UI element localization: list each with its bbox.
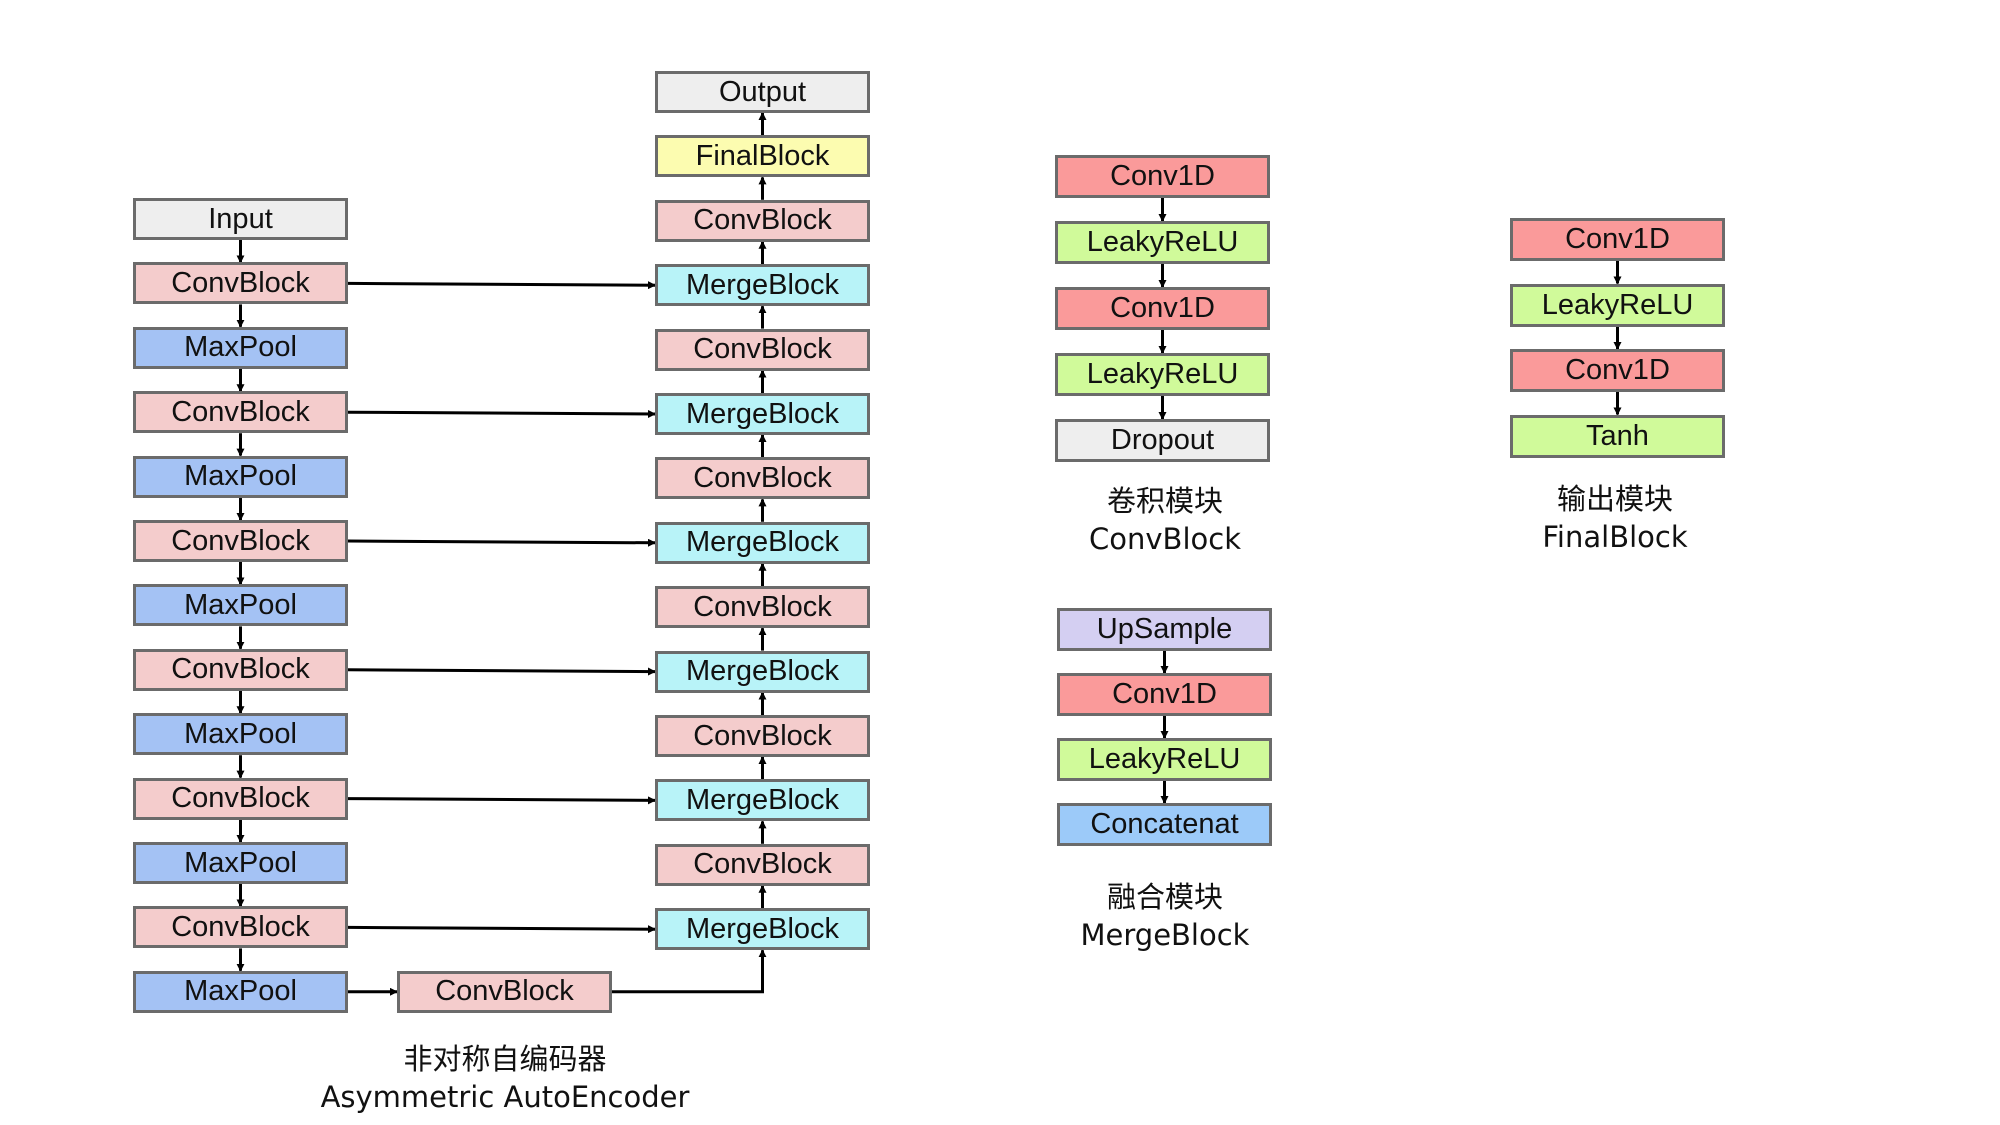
skip-arrow-4 — [347, 796, 656, 805]
decoder-convblock-2: ConvBlock — [655, 199, 870, 242]
mergeblock-caption-en: MergeBlock — [1080, 918, 1250, 952]
finalblock-layer-conv1d-0: Conv1D — [1510, 218, 1725, 261]
skip-arrow-1 — [347, 409, 656, 418]
convblock-caption-cn: 卷积模块 — [1106, 484, 1223, 518]
mergeblock-layer-concatenat-3: Concatenat — [1057, 803, 1272, 846]
encoder-convblock-9: ConvBlock — [133, 777, 348, 820]
mergeblock-caption: 融合模块 MergeBlock — [1050, 878, 1280, 954]
skip-arrow-5 — [347, 925, 656, 934]
decoder-mergeblock-9: MergeBlock — [655, 650, 870, 693]
encoder-convblock-1: ConvBlock — [133, 262, 348, 305]
mergeblock-caption-cn: 融合模块 — [1106, 880, 1223, 914]
mergeblock-layer-conv1d-1: Conv1D — [1057, 673, 1272, 716]
encoder-convblock-3: ConvBlock — [133, 391, 348, 434]
finalblock-layer-conv1d-2: Conv1D — [1510, 349, 1725, 392]
encoder-maxpool-6: MaxPool — [133, 584, 348, 627]
encoder-convblock-7: ConvBlock — [133, 648, 348, 691]
convblock-caption: 卷积模块 ConvBlock — [1050, 482, 1280, 558]
skip-arrow-3 — [347, 667, 656, 676]
decoder-mergeblock-5: MergeBlock — [655, 393, 870, 435]
convblock-layer-dropout-4: Dropout — [1055, 419, 1270, 462]
decoder-mergeblock-13: MergeBlock — [655, 908, 870, 951]
skip-arrow-0 — [347, 281, 656, 290]
convblock-layer-leakyrelu-3: LeakyReLU — [1055, 353, 1270, 396]
encoder-maxpool-4: MaxPool — [133, 455, 348, 498]
convblock-layer-conv1d-0: Conv1D — [1055, 155, 1270, 198]
encoder-input-0: Input — [133, 198, 348, 240]
finalblock-caption-en: FinalBlock — [1542, 520, 1688, 554]
autoencoder-caption-cn: 非对称自编码器 — [403, 1042, 607, 1076]
encoder-convblock-11: ConvBlock — [133, 906, 348, 949]
decoder-mergeblock-11: MergeBlock — [655, 779, 870, 822]
encoder-maxpool-8: MaxPool — [133, 713, 348, 756]
mergeblock-layer-leakyrelu-2: LeakyReLU — [1057, 738, 1272, 781]
decoder-convblock-8: ConvBlock — [655, 586, 870, 629]
encoder-maxpool-2: MaxPool — [133, 326, 348, 369]
decoder-convblock-4: ConvBlock — [655, 328, 870, 371]
finalblock-layer-tanh-3: Tanh — [1510, 414, 1725, 458]
encoder-maxpool-12: MaxPool — [133, 970, 348, 1013]
convblock-layer-conv1d-2: Conv1D — [1055, 287, 1270, 330]
finalblock-caption: 输出模块 FinalBlock — [1500, 480, 1730, 556]
bottleneck-to-merge-arrow — [612, 949, 767, 994]
mergeblock-layer-upsample-0: UpSample — [1057, 608, 1272, 651]
decoder-finalblock-1: FinalBlock — [655, 135, 870, 178]
convblock-caption-en: ConvBlock — [1089, 522, 1241, 556]
bottleneck-convblock-0: ConvBlock — [397, 970, 612, 1013]
finalblock-layer-leakyrelu-1: LeakyReLU — [1510, 283, 1725, 327]
decoder-convblock-10: ConvBlock — [655, 715, 870, 757]
autoencoder-caption-en: Asymmetric AutoEncoder — [320, 1080, 690, 1114]
encoder-maxpool-10: MaxPool — [133, 842, 348, 884]
decoder-output-0: Output — [655, 71, 870, 113]
decoder-convblock-12: ConvBlock — [655, 843, 870, 886]
decoder-mergeblock-3: MergeBlock — [655, 264, 870, 307]
skip-arrow-2 — [347, 538, 656, 547]
finalblock-caption-cn: 输出模块 — [1556, 482, 1673, 516]
convblock-layer-leakyrelu-1: LeakyReLU — [1055, 221, 1270, 264]
decoder-mergeblock-7: MergeBlock — [655, 521, 870, 564]
autoencoder-caption: 非对称自编码器 Asymmetric AutoEncoder — [320, 1040, 690, 1116]
encoder-convblock-5: ConvBlock — [133, 520, 348, 562]
decoder-convblock-6: ConvBlock — [655, 457, 870, 500]
